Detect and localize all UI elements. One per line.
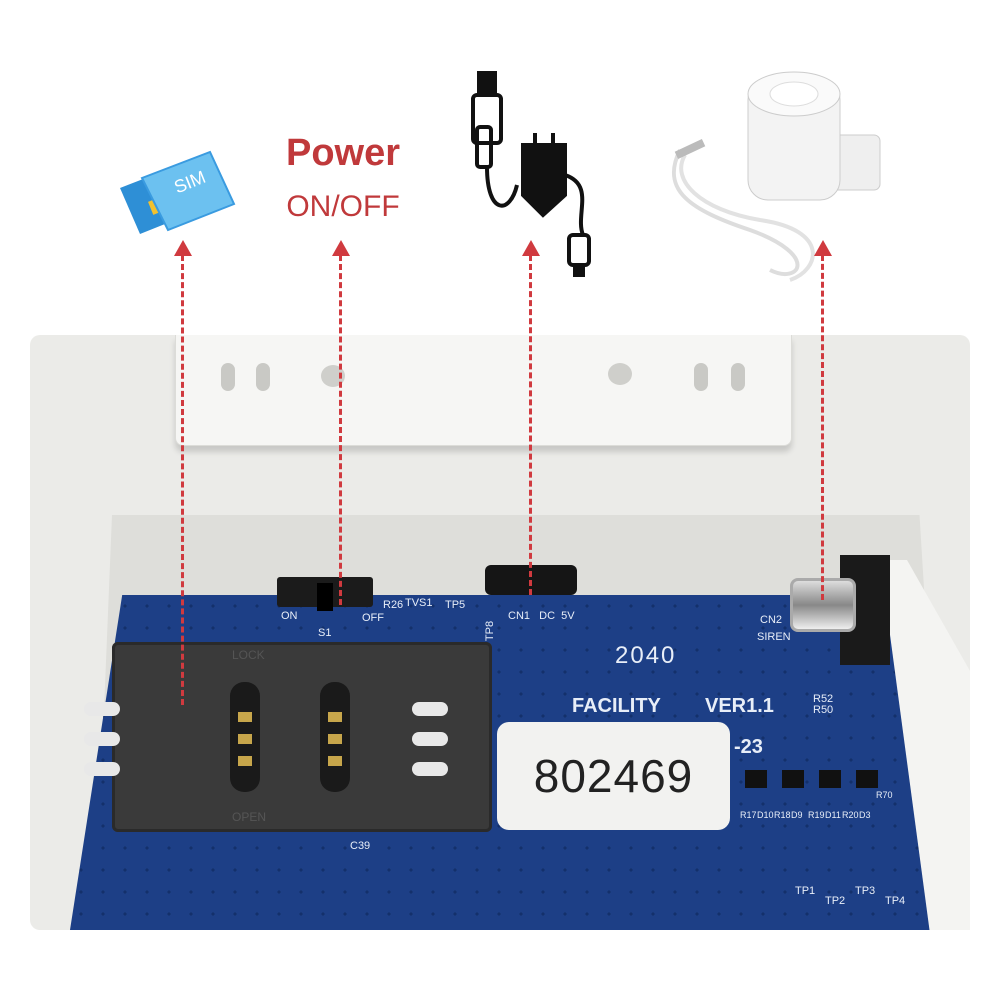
sim-card-holder[interactable]: LOCK OPEN [84,642,492,832]
test-point-ref: TP5 [445,599,466,611]
bottom-ref: R70 [876,790,893,800]
switch-ref: S1 [318,627,332,639]
serial-number-sticker: 802469 [497,722,730,830]
test-point: TP1 [795,885,816,897]
serial-number: 802469 [533,750,694,802]
date-suffix: -23 [734,736,763,758]
sim-lock-label: LOCK [232,648,265,662]
siren-pointer-line [821,255,824,600]
power-switch[interactable] [277,577,373,611]
test-point: TP3 [855,885,876,897]
tvs-ref: TVS1 [405,597,433,609]
version-text: VER1.1 [705,695,774,717]
facility-text: FACILITY [572,695,661,717]
power-pointer-arrowhead [332,240,350,256]
siren-connector-ref: CN2 [760,614,783,626]
cap-ref: C39 [350,840,371,852]
power-title: Power [285,132,401,174]
sim-pointer-line [181,255,184,705]
r50-ref: R50 [813,704,834,716]
bottom-ref: D11 [825,810,841,820]
usb-pointer-arrowhead [522,240,540,256]
bottom-ref: D3 [859,810,871,820]
power-pointer-line [339,255,342,605]
siren-speaker-icon [660,70,890,295]
sim-pointer-arrowhead [174,240,192,256]
test-point-8-ref: TP8 [484,620,497,642]
power-subtitle: ON/OFF [286,190,400,223]
test-point: TP2 [825,895,846,907]
sim-card-icon: SIM [112,150,242,235]
siren-connector-label: SIREN [757,631,791,643]
switch-on-label: ON [281,610,298,622]
bottom-ref: R20 [842,810,859,820]
bottom-ref: D9 [791,810,803,820]
bottom-ref: R18 [774,810,791,820]
resistor-ref: R26 [383,599,404,611]
bottom-ref: R17 [740,810,757,820]
switch-off-label: OFF [362,612,384,624]
mounting-bracket [175,335,792,446]
usb-charger-icon [465,65,605,280]
bottom-ref: R19 [808,810,825,820]
test-point: TP4 [885,895,906,907]
sim-open-label: OPEN [232,810,267,824]
usb-pointer-line [529,255,532,595]
dc-connector-label: CN1 DC 5V [508,610,575,622]
r52-ref: R52 [813,693,834,705]
model-code: 2040 [615,642,677,669]
bottom-ref: D10 [757,810,774,820]
siren-pointer-arrowhead [814,240,832,256]
bottom-component-row: R17 D10 R18 D9 R19 D11 R20 D3 R70 [740,770,893,830]
